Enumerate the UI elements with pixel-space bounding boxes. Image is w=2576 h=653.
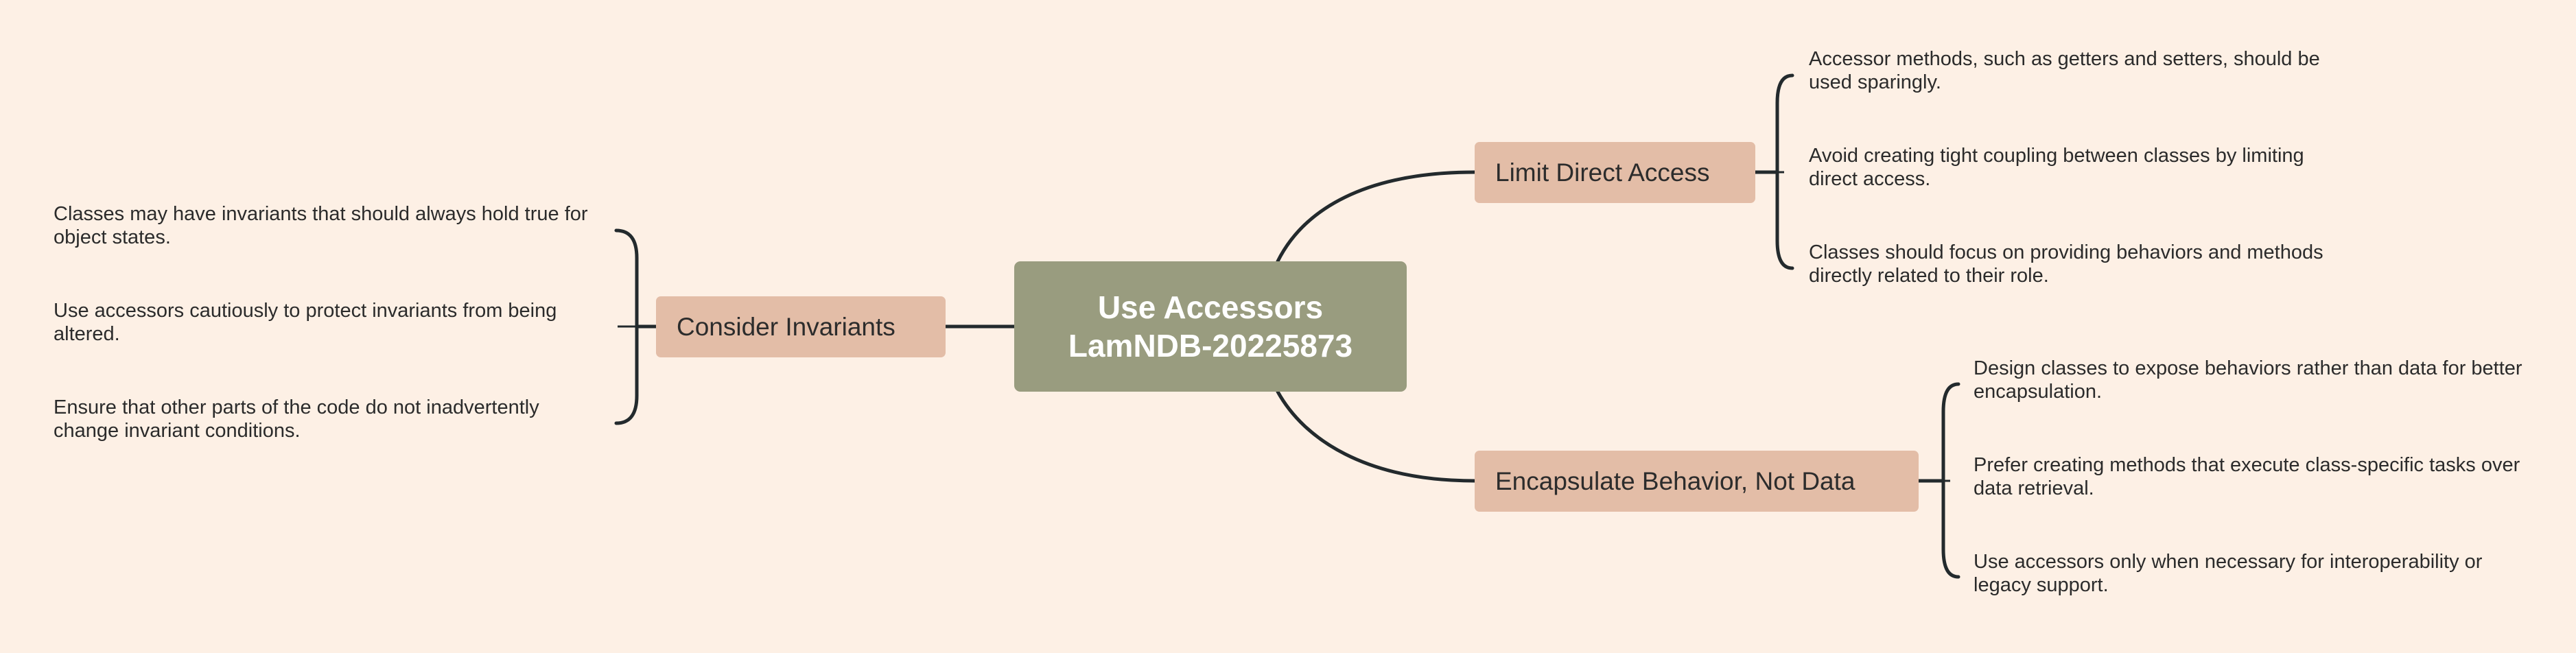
branch-label: Limit Direct Access — [1495, 158, 1710, 187]
leaf-limit-3[interactable]: Classes should focus on providing behavi… — [1809, 241, 2323, 287]
central-topic[interactable]: Use Accessors LamNDB-20225873 — [1014, 261, 1407, 392]
leaf-invar-2[interactable]: Use accessors cautiously to protect inva… — [54, 300, 557, 345]
central-title-line2: LamNDB-20225873 — [1068, 328, 1353, 364]
leaf-encap-2[interactable]: Prefer creating methods that execute cla… — [1974, 454, 2520, 499]
leaf-encap-3[interactable]: Use accessors only when necessary for in… — [1974, 551, 2483, 596]
central-title-line1: Use Accessors — [1097, 289, 1324, 325]
connector-central-to-encap — [1276, 390, 1477, 483]
leaf-invar-1[interactable]: Classes may have invariants that should … — [54, 203, 588, 248]
branch-limit-direct-access[interactable]: Limit Direct Access — [1475, 142, 1755, 203]
branch-encapsulate-behavior[interactable]: Encapsulate Behavior, Not Data — [1475, 451, 1919, 512]
branch-label: Encapsulate Behavior, Not Data — [1495, 466, 1855, 495]
leaf-encap-1[interactable]: Design classes to expose behaviors rathe… — [1974, 357, 2522, 403]
leaf-invar-3[interactable]: Ensure that other parts of the code do n… — [54, 396, 539, 442]
branch-label: Consider Invariants — [677, 312, 895, 341]
leaf-limit-1[interactable]: Accessor methods, such as getters and se… — [1809, 48, 2320, 93]
leaf-limit-2[interactable]: Avoid creating tight coupling between cl… — [1809, 145, 2304, 190]
connector-central-to-limit — [1276, 170, 1477, 263]
branch-consider-invariants[interactable]: Consider Invariants — [656, 296, 946, 357]
